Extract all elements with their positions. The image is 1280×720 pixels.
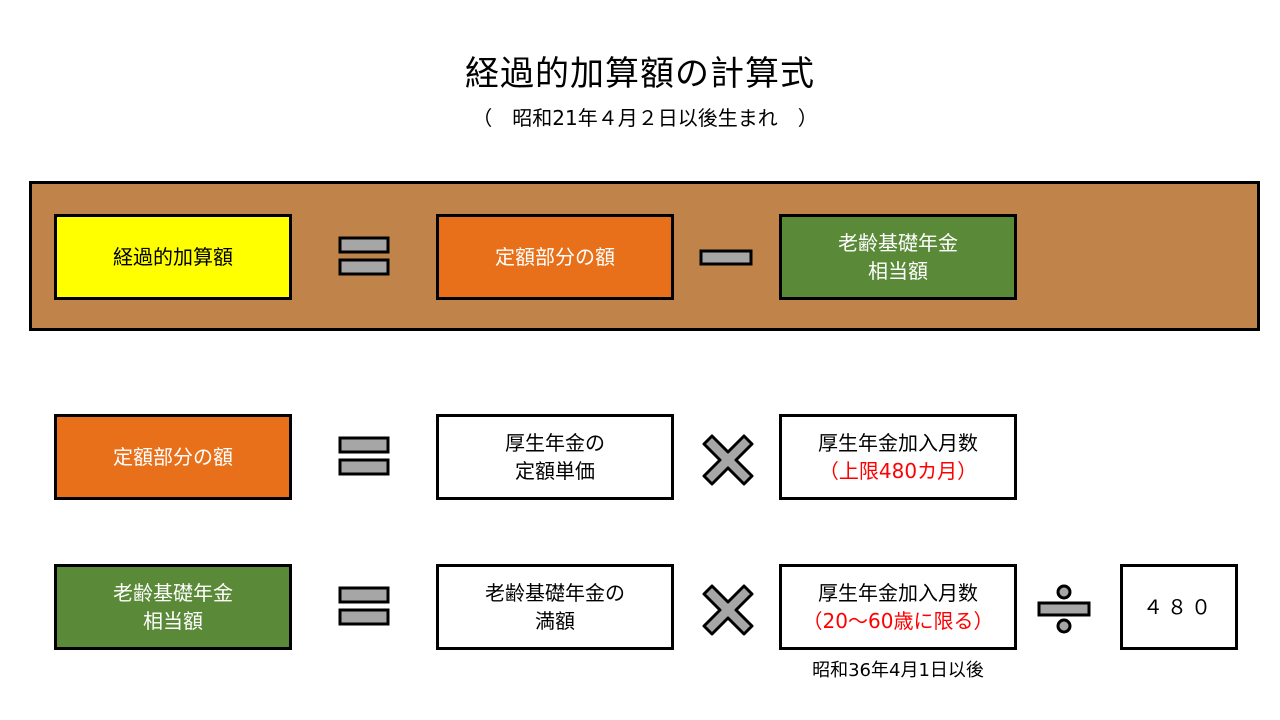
basic-pension-equivalent-line2: 相当額 bbox=[868, 259, 928, 283]
minus-icon bbox=[699, 249, 753, 266]
basic-pension-equivalent-line1: 老齢基礎年金 bbox=[838, 231, 958, 255]
basic-pension-full-amount-line2: 満額 bbox=[535, 609, 575, 633]
basic-pension-equivalent-box: 老齢基礎年金 相当額 bbox=[779, 214, 1017, 300]
enrollment-months-box: 厚生年金加入月数 （上限480カ月） bbox=[779, 414, 1017, 500]
enrollment-months-age-limit: （20～60歳に限る） bbox=[802, 609, 994, 633]
enrollment-months-age-label: 厚生年金加入月数 bbox=[818, 581, 978, 605]
enrollment-months-label: 厚生年金加入月数 bbox=[818, 431, 978, 455]
fixed-unit-price-box: 厚生年金の 定額単価 bbox=[436, 414, 674, 500]
enrollment-months-age-box: 厚生年金加入月数 （20～60歳に限る） bbox=[779, 564, 1017, 650]
equals-icon bbox=[338, 436, 390, 476]
divide-icon bbox=[1037, 584, 1091, 634]
fixed-unit-price-line1: 厚生年金の bbox=[505, 431, 605, 455]
basic-pension-equivalent-result-line2: 相当額 bbox=[143, 609, 203, 633]
basic-pension-equivalent-result-box: 老齢基礎年金 相当額 bbox=[54, 564, 292, 650]
multiply-icon bbox=[702, 584, 754, 636]
fixed-portion-box: 定額部分の額 bbox=[436, 214, 674, 300]
multiply-icon bbox=[702, 434, 754, 486]
fixed-portion-label: 定額部分の額 bbox=[495, 245, 615, 269]
page-title: 経過的加算額の計算式 bbox=[465, 54, 815, 94]
fixed-unit-price-line2: 定額単価 bbox=[515, 459, 595, 483]
page-subtitle: （ 昭和21年４月２日以後生まれ ） bbox=[472, 106, 818, 130]
fixed-portion-result-label: 定額部分の額 bbox=[113, 445, 233, 469]
basic-pension-equivalent-result-line1: 老齢基礎年金 bbox=[113, 581, 233, 605]
divisor-box: ４８０ bbox=[1120, 564, 1238, 650]
transitional-addition-label: 経過的加算額 bbox=[113, 245, 233, 269]
transitional-addition-box: 経過的加算額 bbox=[54, 214, 292, 300]
equals-icon bbox=[338, 236, 390, 276]
equals-icon bbox=[338, 586, 390, 626]
fixed-portion-result-box: 定額部分の額 bbox=[54, 414, 292, 500]
basic-pension-full-amount-line1: 老齢基礎年金の bbox=[485, 581, 625, 605]
divisor-value: ４８０ bbox=[1143, 595, 1215, 619]
enrollment-months-cap: （上限480カ月） bbox=[818, 459, 978, 483]
basic-pension-full-amount-box: 老齢基礎年金の 満額 bbox=[436, 564, 674, 650]
birthdate-note: 昭和36年4月1日以後 bbox=[812, 660, 984, 681]
